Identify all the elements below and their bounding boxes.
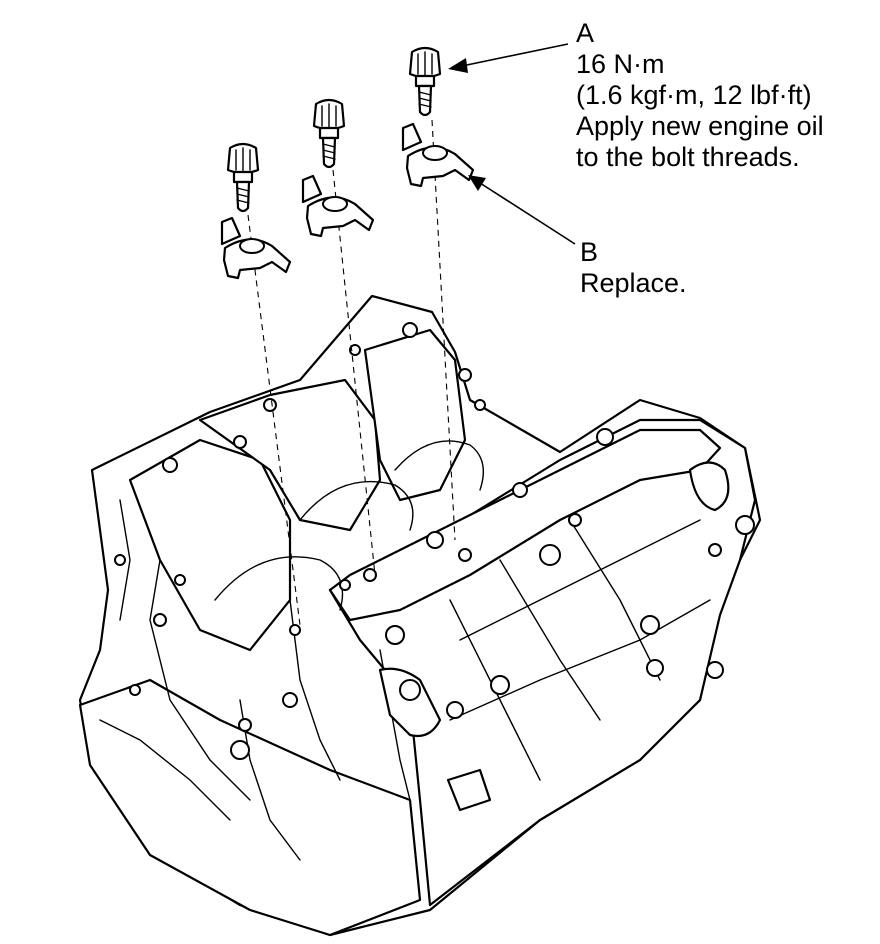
callout-a-torque-alt: (1.6 kgf·m, 12 lbf·ft) [576,80,812,110]
oil-jet-right [401,122,475,188]
callout-a-letter: A [576,18,595,48]
callout-a: A 16 N·m (1.6 kgf·m, 12 lbf·ft) Apply ne… [576,18,824,173]
callout-b-letter: B [580,237,599,267]
bolt-middle [312,98,346,169]
oil-jet-middle [301,174,375,238]
cylinder-block [78,294,762,937]
block-holes [114,322,755,760]
oil-jet-left [220,216,292,280]
callout-a-note-line1: Apply new engine oil [576,111,824,141]
bolt-left [226,142,260,213]
alignment-lines [247,119,456,626]
callout-b: B Replace. [580,237,687,299]
callout-a-torque: 16 N·m [576,49,665,79]
callout-a-note-line2: to the bolt threads. [576,142,800,172]
leader-arrow-b [468,175,576,245]
bolt-right [408,46,442,117]
leader-arrow-a [448,43,569,73]
callout-b-note: Replace. [580,268,687,298]
